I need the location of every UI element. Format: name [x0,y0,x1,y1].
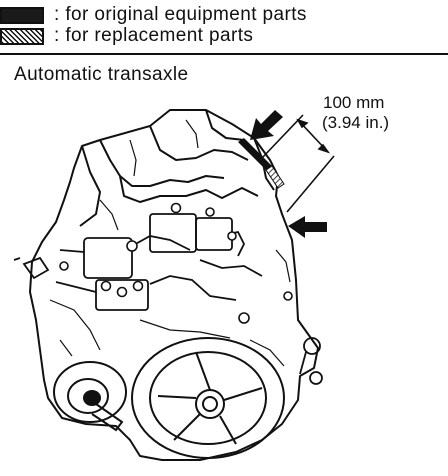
filler-plug [299,337,323,385]
dimension-indicator [261,114,335,213]
sealant-bead-hatched [265,165,285,189]
converter-housing [131,337,285,459]
dimension-mm-label: 100 mm [323,93,385,112]
legend-replacement-label: : for replacement parts [54,25,254,46]
lower-arrow-icon [288,216,327,238]
drive-shaft [53,361,127,432]
valve-body-area [55,213,263,311]
section-title: Automatic transaxle [14,64,189,85]
legend-original-equipment: : for original equipment parts [0,4,307,26]
sealant-bead-solid [238,138,272,170]
solid-fill-swatch [0,6,44,24]
upper-arrow-icon [250,110,283,140]
wire-connector [13,256,50,280]
legend-original-label: : for original equipment parts [54,4,307,25]
divider-line [0,53,448,55]
fasteners [59,202,293,324]
hatched-fill-swatch [0,27,44,45]
detail-strokes [49,119,291,367]
dimension-inch-label: (3.94 in.) [322,113,390,132]
legend-replacement: : for replacement parts [0,25,253,47]
